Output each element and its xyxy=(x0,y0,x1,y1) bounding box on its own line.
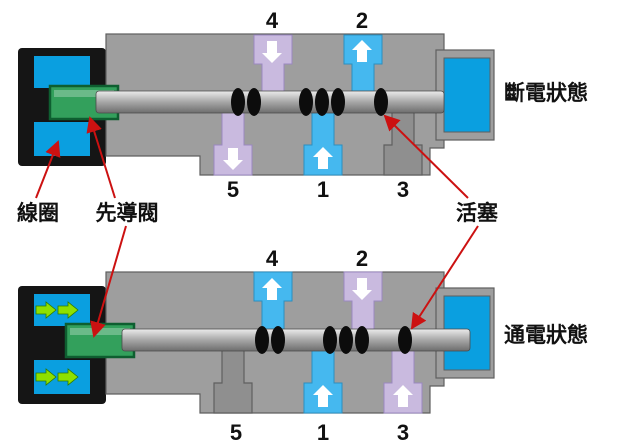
piston-seal xyxy=(355,326,369,354)
pilot-valve-label: 先導閥 xyxy=(96,201,159,225)
port-5-channel-closed xyxy=(213,349,253,414)
coil-label: 線圈 xyxy=(17,201,59,225)
port-1-channel xyxy=(303,111,343,176)
flow-up-arrow-icon xyxy=(313,385,333,407)
pilot-valve-highlight xyxy=(54,90,114,97)
current-flow-arrow-icon xyxy=(35,301,57,319)
piston-seal xyxy=(374,88,388,116)
leader-piston-bottom xyxy=(410,225,479,330)
piston-seal xyxy=(271,326,285,354)
port-1-label: 1 xyxy=(317,420,329,445)
flow-up-arrow-icon xyxy=(352,40,372,62)
flow-up-arrow-icon xyxy=(313,147,333,169)
port-4-label: 4 xyxy=(266,8,279,33)
leader-piston-top xyxy=(383,114,469,199)
piston-seal xyxy=(315,88,329,116)
piston-seal xyxy=(323,326,337,354)
state-label-energized: 通電狀態 xyxy=(504,323,588,347)
piston-seal xyxy=(255,326,269,354)
piston-seal xyxy=(331,88,345,116)
spool-rod xyxy=(121,328,471,352)
coil-winding-top xyxy=(34,56,90,88)
leader-pilot-top xyxy=(86,116,116,199)
pilot-valve-highlight xyxy=(70,328,130,335)
port-3-channel xyxy=(383,349,423,414)
spool-rod xyxy=(95,90,445,114)
port-5-channel xyxy=(213,111,253,176)
state-label-deenergized: 斷電狀態 xyxy=(504,81,588,105)
piston-seal xyxy=(299,88,313,116)
current-flow-arrow-icon xyxy=(35,368,57,386)
callouts: 線圈 先導閥 活塞 xyxy=(17,114,499,338)
coil-winding-bottom xyxy=(34,122,90,156)
port-5-label: 5 xyxy=(230,420,242,445)
flow-down-arrow-icon xyxy=(223,148,243,170)
flow-down-arrow-icon xyxy=(352,278,372,300)
current-flow-arrow-icon xyxy=(57,301,79,319)
piston-seal xyxy=(231,88,245,116)
port-4-label: 4 xyxy=(266,246,279,271)
port-3-label: 3 xyxy=(397,420,409,445)
leader-pilot-bottom xyxy=(90,225,127,338)
piston-seal xyxy=(247,88,261,116)
port-3-label: 3 xyxy=(397,177,409,202)
piston-seal xyxy=(398,326,412,354)
leader-coil xyxy=(35,140,61,199)
port-1-label: 1 xyxy=(317,177,329,202)
port-2-label: 2 xyxy=(356,8,368,33)
port-5-label: 5 xyxy=(227,177,239,202)
valve-energized: 4 2 5 1 3 通電狀態 xyxy=(18,246,588,445)
flow-down-arrow-icon xyxy=(262,41,282,63)
current-flow-arrow-icon xyxy=(57,368,79,386)
flow-up-arrow-icon xyxy=(393,385,413,407)
valve-deenergized: 4 2 5 1 3 斷電狀態 xyxy=(18,8,588,202)
end-cap-chamber xyxy=(443,57,491,133)
flow-up-arrow-icon xyxy=(262,278,282,300)
piston-seal xyxy=(339,326,353,354)
port-1-channel xyxy=(303,349,343,414)
port-2-label: 2 xyxy=(356,246,368,271)
piston-label: 活塞 xyxy=(456,201,499,225)
